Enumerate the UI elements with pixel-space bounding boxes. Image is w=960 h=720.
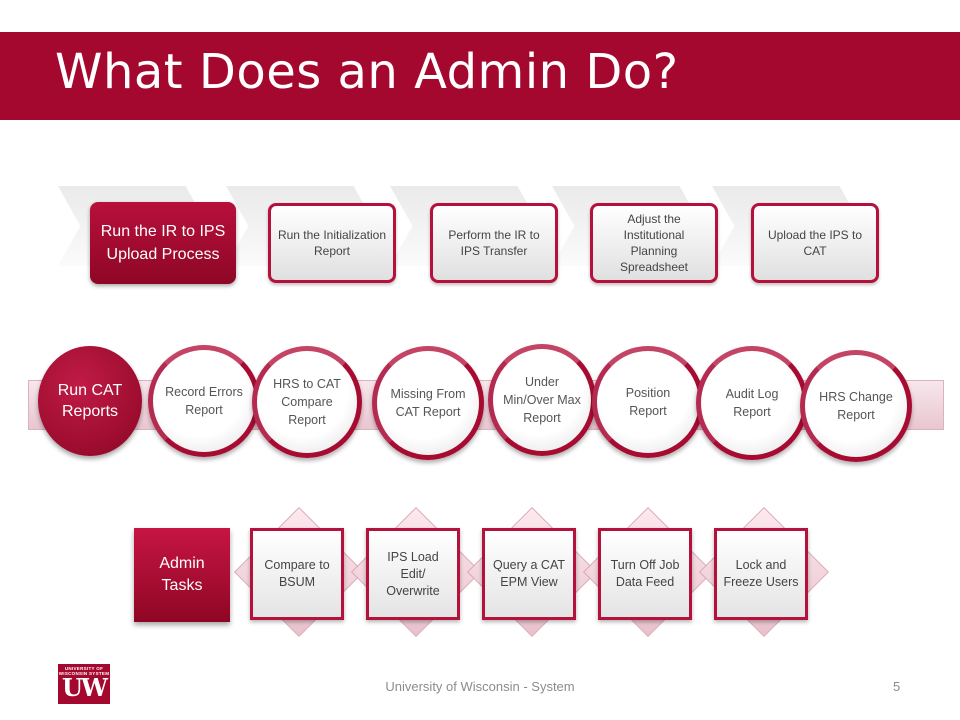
admin-task-box: Compare to BSUM [250,528,344,620]
admin-task-box: Query a CAT EPM View [482,528,576,620]
process-step-label: Upload the IPS to CAT [767,228,863,258]
report-circle: Under Min/Over Max Report [488,344,596,456]
report-label: Missing From CAT Report [390,387,466,419]
admin-task-label: Query a CAT EPM View [492,558,565,589]
report-circle: HRS Change Report [800,350,912,462]
process-step-label: Run the Initialization Report [277,228,387,258]
uw-logo: UNIVERSITY OF WISCONSIN SYSTEM UW [58,664,110,704]
admin-task-label: Turn Off Job Data Feed [610,558,680,589]
report-circle: Record Errors Report [148,345,260,457]
report-circle: Missing From CAT Report [372,346,484,460]
reports-main-circle: Run CAT Reports [38,346,142,456]
admin-main-box: Admin Tasks [134,528,230,622]
slide-title: What Does an Admin Do? [55,44,679,100]
process-main-box: Run the IR to IPS Upload Process [90,202,236,284]
process-step-label: Perform the IR to IPS Transfer [448,228,540,258]
report-label: Position Report [625,386,671,418]
report-circle: Audit Log Report [696,346,808,460]
logo-line1: UNIVERSITY OF [64,666,104,671]
reports-main-label: Run CAT Reports [57,382,123,420]
logo-line2: WISCONSIN SYSTEM [58,671,110,676]
title-bar: What Does an Admin Do? [0,32,960,120]
admin-task-box: Lock and Freeze Users [714,528,808,620]
process-step-box: Perform the IR to IPS Transfer [430,203,558,283]
page-number: 5 [893,679,901,694]
process-step-label: Adjust the Institutional Planning Spread… [619,212,689,274]
report-circle: Position Report [592,346,704,458]
admin-task-box: IPS Load Edit/ Overwrite [366,528,460,620]
process-step-box: Adjust the Institutional Planning Spread… [590,203,718,283]
admin-main-label: Admin Tasks [159,555,205,594]
process-step-box: Upload the IPS to CAT [751,203,879,283]
footer-text: University of Wisconsin - System [385,679,575,694]
report-circle: HRS to CAT Compare Report [252,346,362,458]
admin-task-label: Compare to BSUM [264,558,330,589]
logo-mark: UW [62,673,108,702]
admin-task-label: IPS Load Edit/ Overwrite [386,549,440,598]
report-label: Record Errors Report [165,385,243,417]
report-label: HRS Change Report [819,390,893,422]
process-step-box: Run the Initialization Report [268,203,396,283]
admin-task-box: Turn Off Job Data Feed [598,528,692,620]
report-label: Audit Log Report [725,387,779,419]
admin-task-label: Lock and Freeze Users [723,558,799,589]
report-label: Under Min/Over Max Report [503,375,581,425]
process-main-label: Run the IR to IPS Upload Process [100,223,226,263]
report-label: HRS to CAT Compare Report [273,377,341,427]
